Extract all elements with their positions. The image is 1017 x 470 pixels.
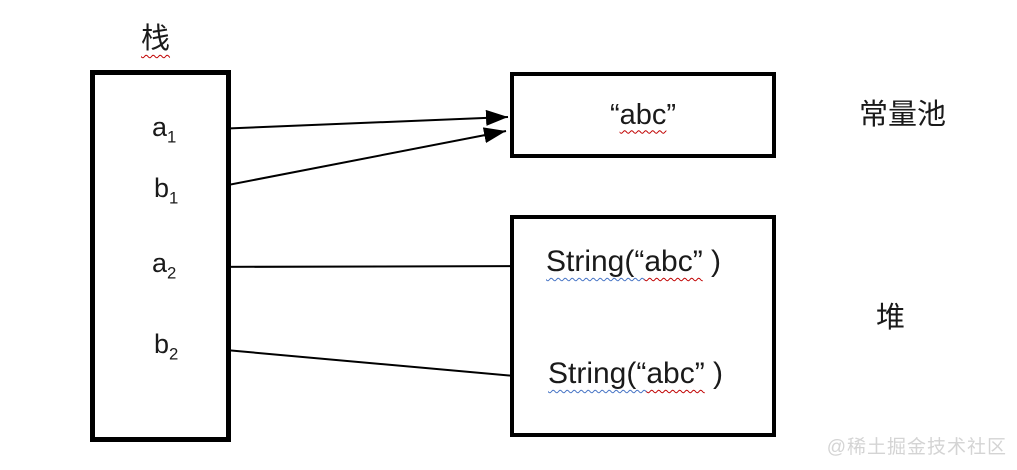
arrow-b1-to-pool [191, 127, 507, 193]
constant-pool-value: “abc” [510, 72, 776, 158]
variable-subscript: 2 [167, 263, 177, 283]
heap-box [510, 215, 776, 437]
watermark: @稀土掘金技术社区 [826, 437, 1007, 458]
heap-label: 堆 [876, 302, 906, 334]
stack-variable-b2: b2 [154, 329, 179, 364]
constructor-text: String(“ [546, 245, 645, 278]
stack-label-text: 栈 [141, 23, 171, 55]
arrow-b2-to-heap-object-2 [191, 346, 549, 385]
string-literal: abc” [646, 357, 705, 390]
constructor-text: String(“ [548, 357, 647, 390]
stack-label: 栈 [141, 15, 170, 57]
close-quote: ” [666, 98, 677, 131]
stack-variable-a2: a2 [152, 248, 177, 283]
variable-name: a [152, 248, 168, 278]
open-quote: “ [609, 98, 620, 131]
constant-pool-label: 常量池 [859, 99, 947, 131]
variable-name: b [154, 329, 170, 359]
variable-subscript: 1 [169, 188, 179, 208]
string-literal: abc [619, 98, 667, 131]
stack-variable-a1: a1 [152, 112, 177, 147]
stack-box [90, 70, 231, 442]
constant-pool-box [510, 72, 776, 158]
variable-name: b [154, 173, 170, 203]
string-literal: abc” [644, 245, 703, 278]
variable-subscript: 1 [167, 127, 177, 147]
closing-paren: ) [704, 357, 724, 390]
closing-paren: ) [702, 245, 722, 278]
variable-subscript: 2 [169, 344, 179, 364]
arrow-a2-to-heap-object-1 [187, 258, 541, 275]
heap-object-2: String(“abc” ) [548, 357, 723, 391]
stack-variable-b1: b1 [154, 173, 179, 208]
heap-object-1: String(“abc” ) [546, 245, 721, 279]
arrow-a1-to-pool [189, 109, 509, 131]
variable-name: a [152, 112, 168, 142]
